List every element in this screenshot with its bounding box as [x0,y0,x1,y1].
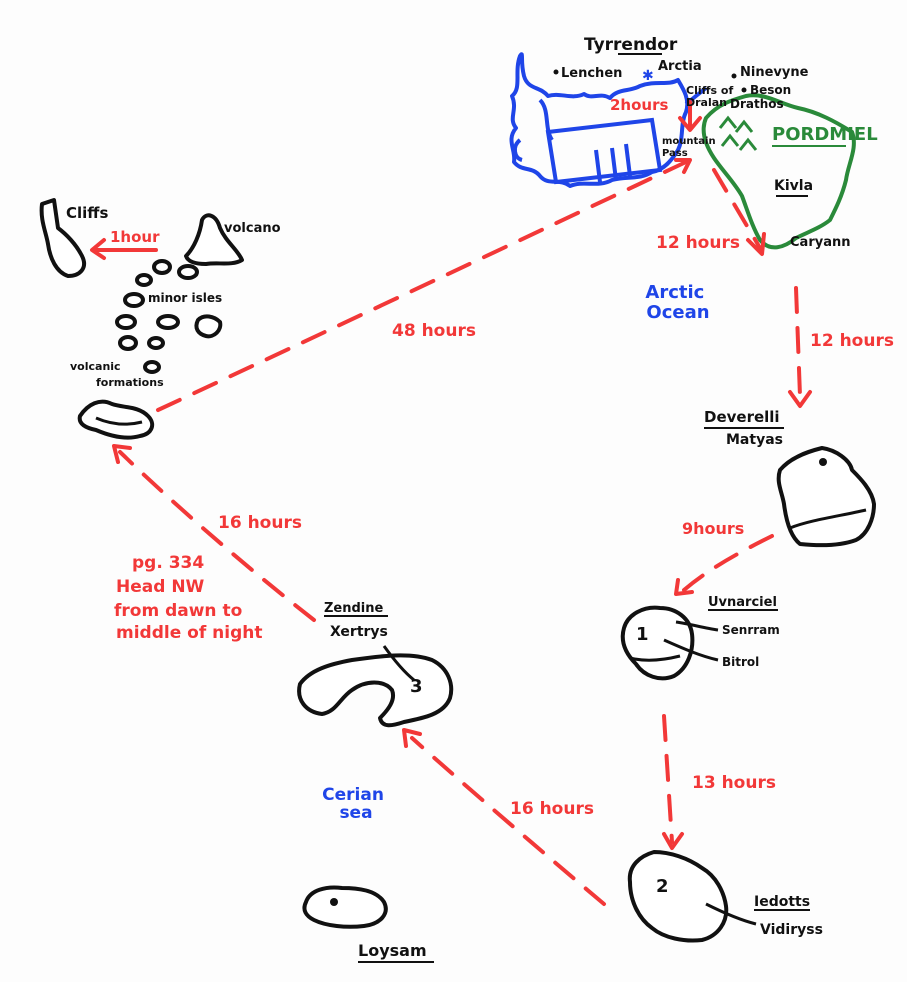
deverelli-island [776,446,876,548]
route-zendine-to-volcanic [118,450,316,622]
arrowhead-pass [678,116,702,132]
island-number-3: 3 [410,676,423,697]
tyrrendor-region [509,52,690,188]
arctia-pass-time-label: 2hours [610,96,668,114]
matyas-label: Matyas [726,432,783,448]
cliffs-landmass [39,198,87,278]
route-uvnarciel-to-iedotts [662,714,674,844]
minor-isles [115,259,223,374]
volcanic-tyrrendor-time-label: 48 hours [392,321,476,341]
deverelli-uvnarciel-time-label: 9hours [682,519,744,538]
arrowhead-tyrrendor [674,158,692,174]
navigation-note: pg. 334 Head NW from dawn to middle of n… [114,553,262,643]
caryann-label: Caryann [790,235,850,250]
bitrol-label: Bitrol [722,655,759,669]
tyrrendor-label: Tyrrendor [584,35,678,55]
kivla-label: Kivla [774,178,813,194]
lenchen-label: Lenchen [561,66,622,81]
routes [92,100,802,906]
uvnarciel-iedotts-time-label: 13 hours [692,773,776,793]
lenchen-dot [553,69,559,75]
arrowhead-cliffs [90,238,106,260]
route-caryann-to-deverelli [794,286,802,398]
deverelli-label: Deverelli [704,408,780,426]
route-pass-to-caryann [712,168,762,250]
iedotts-label: Iedotts [754,894,810,910]
arrowhead-uvnarciel [674,578,694,596]
volcano-shape [184,213,244,266]
arrowhead-deverelli [788,390,812,408]
minor-isles-label: minor isles [148,291,222,305]
island-number-2: 2 [656,876,669,897]
island-number-1: 1 [636,624,649,645]
pass-caryann-time-label: 12 hours [656,233,740,253]
arctic-ocean-label: Arctic Ocean [645,282,710,323]
arctia-label: Arctia [658,59,702,74]
route-volcanic-to-tyrrendor [156,160,688,412]
matyas-city-dot [819,458,827,466]
loysam-city-dot [330,898,338,906]
uvnarciel-island [620,605,719,681]
loysam-label: Loysam [358,941,427,960]
caryann-deverelli-time-label: 12 hours [810,331,894,351]
pordmiel-label: PORDMIEL [772,124,878,145]
mountain-pass-label: mountain Pass [662,136,719,159]
route-deverelli-to-uvnarciel [682,534,774,592]
volcanic-formations-label: volcanic formations [70,360,164,389]
xertrys-label: Xertrys [330,624,388,640]
cerian-sea-label: Cerian sea [322,785,390,823]
zendine-island [297,645,454,728]
pordmiel-region [684,86,856,250]
arrowhead-zendine [402,728,422,748]
volcano-label: volcano [224,221,281,236]
drathos-label: Drathos [730,97,784,111]
cliffs-label: Cliffs [66,204,108,222]
ninevyne-dot [731,73,737,79]
volcanic-formations-island [77,399,155,440]
zendine-volcanic-time-label: 16 hours [218,513,302,533]
beson-dot [741,87,747,93]
senrram-label: Senrram [722,623,780,637]
route-iedotts-to-zendine [410,736,606,906]
arctia-star-icon: ✱ [642,68,654,84]
iedotts-zendine-time-label: 16 hours [510,799,594,819]
arrowhead-caryann [746,232,766,256]
beson-label: Beson [750,83,791,97]
iedotts-island [627,850,757,943]
route-arrowheads [90,116,812,850]
zendine-label: Zendine [324,601,384,616]
vidiryss-label: Vidiryss [760,922,823,938]
ninevyne-label: Ninevyne [740,65,809,80]
arrowhead-volcanic [112,444,132,464]
to-cliffs-time-label: 1hour [110,228,160,246]
arrowhead-iedotts [662,832,684,850]
loysam-island [302,885,388,929]
uvnarciel-label: Uvnarciel [708,595,777,610]
cliffs-of-dralan-label: Cliffs of Dralan [686,84,737,109]
